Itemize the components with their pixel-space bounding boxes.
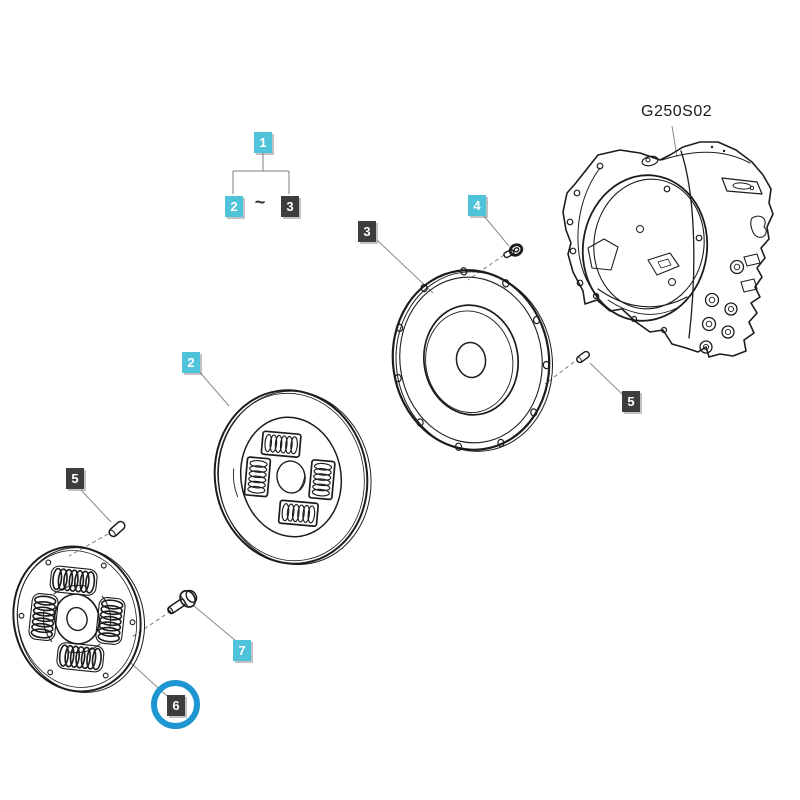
callout-4[interactable]: 4 <box>468 195 486 216</box>
callout-3-range[interactable]: 3 <box>281 196 299 217</box>
callout-5-left[interactable]: 5 <box>66 468 84 489</box>
dowel-pin-drawing-5-left <box>108 520 126 538</box>
clutch-disc-drawing <box>213 389 372 566</box>
callout-1[interactable]: 1 <box>254 132 272 153</box>
pressure-plate-drawing <box>391 267 553 452</box>
flange-bolt-drawing-7 <box>167 589 198 615</box>
damper-disc-drawing <box>12 545 146 694</box>
transmission-housing-drawing <box>562 141 774 358</box>
callout-2[interactable]: 2 <box>182 352 200 373</box>
dowel-pin-drawing-5-right <box>576 350 590 364</box>
flange-bolt-drawing-4 <box>503 243 524 259</box>
callout-3[interactable]: 3 <box>358 221 376 242</box>
callout-bracket <box>232 153 290 194</box>
callout-7[interactable]: 7 <box>233 640 251 661</box>
callout-6[interactable]: 6 <box>167 695 185 716</box>
callout-5-right[interactable]: 5 <box>622 391 640 412</box>
assembly-code-label: G250S02 <box>641 103 713 120</box>
assembly-axis-lines <box>68 254 575 638</box>
selection-highlight-ring <box>151 680 200 729</box>
range-separator: ~ <box>254 192 266 212</box>
callout-2-range[interactable]: 2 <box>225 196 243 217</box>
